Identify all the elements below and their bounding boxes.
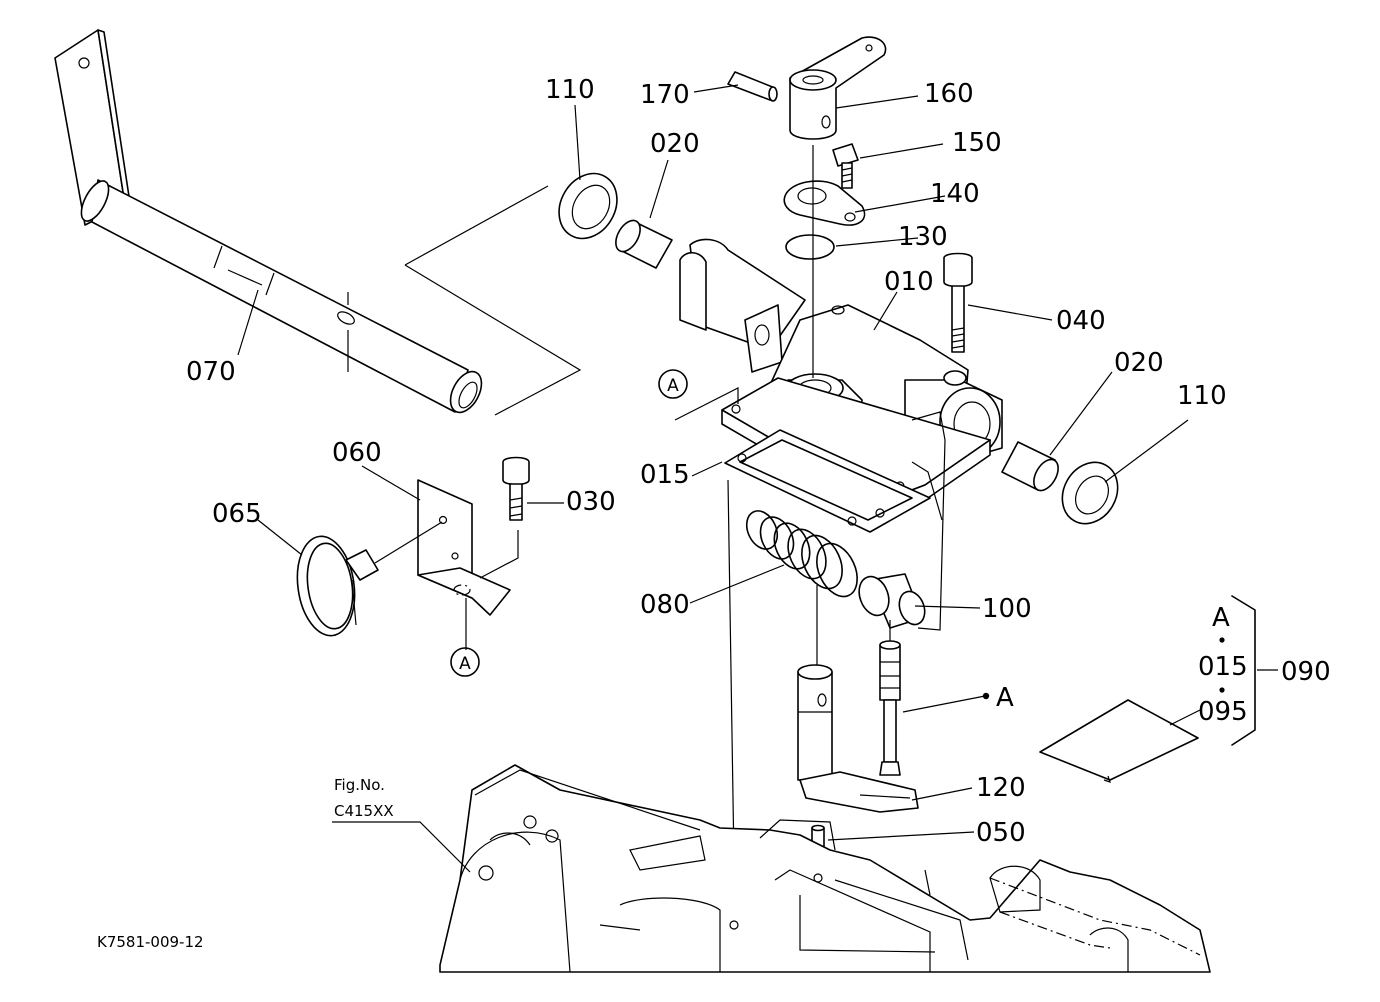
shift-fork-120 [797,664,919,813]
figure-reference: Fig.No. C415XX [334,776,394,820]
callout-090: 090 [1281,657,1331,687]
drawing-code: K7581-009-12 [97,933,204,951]
svg-text:A: A [667,376,679,396]
bushing-020-right [1001,441,1059,492]
callout-040: 040 [1056,306,1106,336]
svg-text:A: A [459,654,471,674]
bracket-060 [417,479,519,650]
fig-ref-line2: C415XX [334,802,394,820]
rod-assembly [879,640,901,776]
plate-015 [721,377,991,533]
callout-015: 015 [640,460,690,490]
spring-080 [745,510,858,598]
callout-150: 150 [952,128,1002,158]
callout-160: 160 [924,79,974,109]
callout-labels: 110 020 170 160 150 140 130 010 040 020 … [186,75,1331,848]
collar-100 [858,573,926,629]
bolt-030 [502,456,530,521]
callout-020-left: 020 [650,129,700,159]
callout-065: 065 [212,499,262,529]
circled-a-marker-2: A [450,647,480,677]
circled-a-marker-1: A [658,369,688,399]
callout-050: 050 [976,818,1026,848]
seal-110-left [558,172,618,240]
callout-120: 120 [976,773,1026,803]
callout-a-kit: A [1212,603,1230,633]
callout-030: 030 [566,487,616,517]
shaft-070 [54,29,582,416]
fig-ref-line1: Fig.No. [334,776,385,794]
callout-130: 130 [898,222,948,252]
callout-100: 100 [982,594,1032,624]
leader-lines [237,84,1278,873]
bushing-020-left [615,219,673,269]
callout-110-right: 110 [1177,381,1227,411]
gasket-095 [1039,699,1199,783]
callout-140: 140 [930,179,980,209]
bracket-090 [1231,595,1256,746]
callout-095: 095 [1198,697,1248,727]
transmission-case [439,764,1211,973]
callout-070: 070 [186,357,236,387]
callout-a-pointer: A [996,683,1014,713]
seal-110-right [1061,461,1119,525]
callout-080: 080 [640,590,690,620]
bolt-040 [943,252,973,353]
clamp-065 [296,521,443,637]
pin-170 [727,71,778,102]
callout-010: 010 [884,267,934,297]
plate-140 [783,180,866,226]
callout-060: 060 [332,438,382,468]
lever-160 [789,36,887,140]
callout-015-kit: 015 [1198,652,1248,682]
bolt-150 [832,143,859,189]
callout-170: 170 [640,80,690,110]
o-ring-130 [785,234,835,260]
callout-020-right: 020 [1114,348,1164,378]
callout-110-left: 110 [545,75,595,105]
